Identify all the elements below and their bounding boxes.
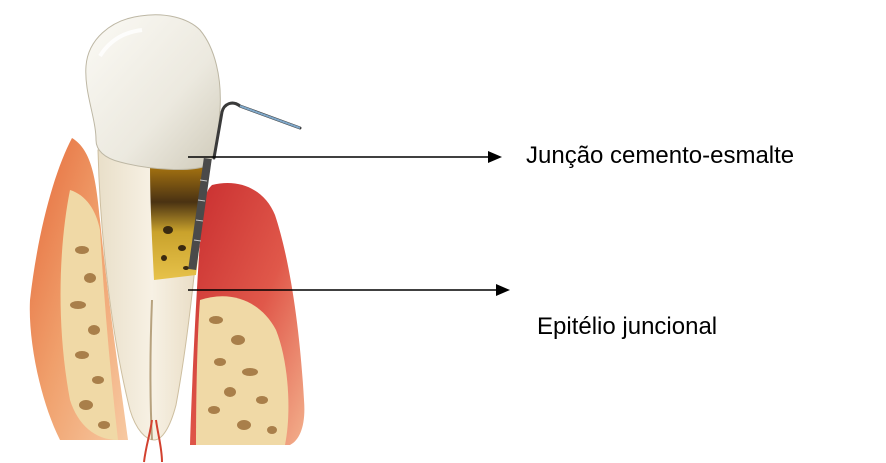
arrow-cementoenamel-junction xyxy=(188,151,502,163)
tooth-crown xyxy=(86,15,221,170)
label-junctional-epithelium: Epitélio juncional xyxy=(537,315,717,339)
label-cementoenamel-junction: Junção cemento-esmalte xyxy=(526,144,794,168)
